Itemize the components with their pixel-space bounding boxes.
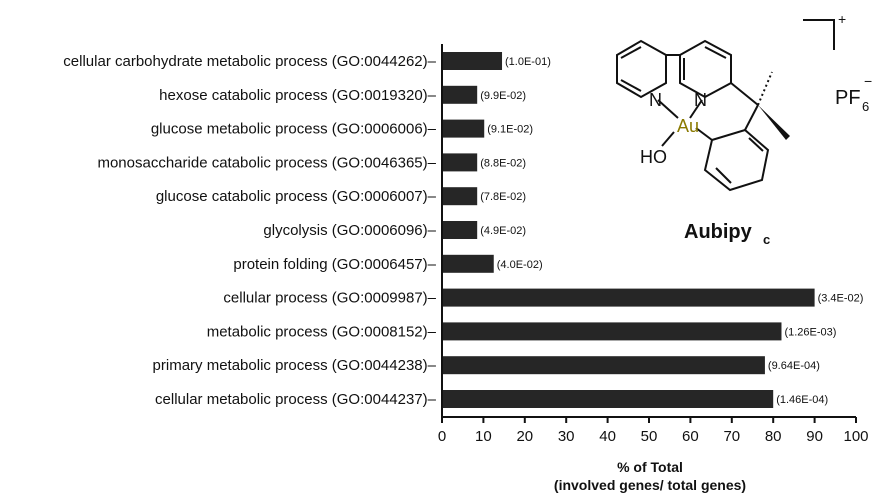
category-label: glucose catabolic process (GO:0006007)–: [156, 188, 437, 205]
phenyl-ring: [703, 128, 770, 192]
counterion-label: PF: [835, 87, 861, 109]
x-tick-label: 80: [765, 428, 782, 445]
category-label: cellular carbohydrate metabolic process …: [63, 53, 436, 70]
bar: [442, 119, 485, 138]
x-tick-label: 0: [438, 428, 446, 445]
x-axis-label-line1: % of Total: [617, 459, 683, 475]
category-label: glucose metabolic process (GO:0006006)–: [151, 121, 437, 138]
category-label: metabolic process (GO:0008152)–: [207, 323, 437, 340]
category-label: protein folding (GO:0006457)–: [233, 256, 436, 273]
category-label: monosaccharide catabolic process (GO:004…: [97, 154, 436, 171]
bar: [442, 221, 478, 239]
bars-group: [442, 52, 815, 408]
bar: [442, 356, 765, 375]
gold-atom-label: Au: [677, 116, 699, 136]
bar: [442, 288, 815, 307]
aubipy-structure: [616, 19, 835, 192]
bar: [442, 153, 478, 172]
pyridine-n-right: N: [694, 90, 707, 110]
bar: [442, 85, 478, 104]
category-label: glycolysis (GO:0006096)–: [263, 222, 436, 239]
x-tick-label: 10: [475, 428, 492, 445]
category-labels-group: cellular carbohydrate metabolic process …: [63, 53, 436, 408]
left-pyridine-ring: [616, 39, 667, 99]
x-tick-label: 70: [723, 428, 740, 445]
x-tick-label: 20: [516, 428, 533, 445]
x-tick-label: 90: [806, 428, 823, 445]
x-axis-label-line2: (involved genes/ total genes): [554, 477, 746, 493]
pvalue-label: (9.9E-02): [480, 90, 526, 102]
bar: [442, 52, 503, 70]
x-tick-label: 40: [599, 428, 616, 445]
pvalue-labels-group: (1.0E-01) (9.9E-02) (9.1E-02) (8.8E-02) (7.8…: [480, 56, 863, 406]
category-label: primary metabolic process (GO:0044238)–: [153, 357, 437, 374]
charge-bracket: [803, 19, 835, 50]
pvalue-label: (9.1E-02): [487, 124, 533, 136]
category-label: hexose catabolic process (GO:0019320)–: [159, 87, 436, 104]
pvalue-label: (7.8E-02): [480, 191, 526, 203]
pvalue-label: (3.4E-02): [818, 293, 864, 305]
counterion-subscript: 6: [862, 99, 869, 114]
x-axis: 0 10 20 30 40 50 60 70 80 90 100: [438, 44, 869, 445]
pvalue-label: (9.64E-04): [768, 360, 820, 372]
bar: [442, 322, 782, 341]
x-tick-label: 50: [641, 428, 658, 445]
molecule-name-subscript: c: [763, 232, 770, 247]
x-tick-label: 60: [682, 428, 699, 445]
pvalue-label: (8.8E-02): [480, 157, 526, 169]
hydroxy-label: HO: [640, 147, 667, 167]
pyridine-n-left: N: [649, 90, 662, 110]
counterion-charge: −: [864, 73, 872, 89]
bar: [442, 254, 494, 273]
x-tick-label: 100: [843, 428, 868, 445]
charge-plus: +: [838, 11, 846, 27]
x-tick-label: 30: [558, 428, 575, 445]
category-label: cellular process (GO:0009987)–: [223, 290, 436, 307]
bar: [442, 187, 478, 206]
pvalue-label: (1.26E-03): [784, 326, 836, 338]
bar: [442, 390, 774, 408]
pvalue-label: (4.0E-02): [497, 259, 543, 271]
pvalue-label: (1.0E-01): [505, 56, 551, 68]
pvalue-label: (4.9E-02): [480, 225, 526, 237]
category-label: cellular metabolic process (GO:0044237)–: [155, 391, 437, 408]
molecule-name: Aubipy: [684, 221, 753, 243]
pvalue-label: (1.46E-04): [776, 394, 828, 406]
right-pyridine-ring: [679, 39, 732, 99]
